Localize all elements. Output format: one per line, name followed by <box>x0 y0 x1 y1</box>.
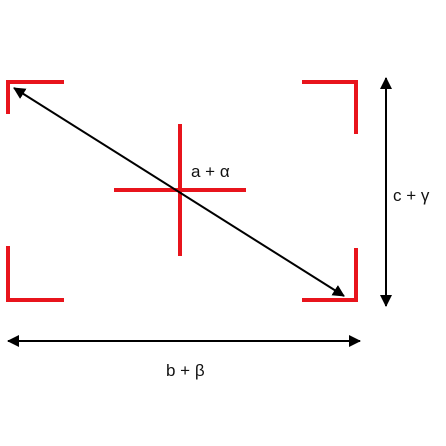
diagonal-arrow <box>13 87 345 297</box>
frame-corners <box>6 80 358 302</box>
vertical-label: c + γ <box>393 186 430 205</box>
corner-bottom-right <box>302 248 358 302</box>
diagonal-label: a + α <box>191 162 230 181</box>
horizontal-label: b + β <box>166 361 205 380</box>
center-crosshair <box>114 124 246 256</box>
corner-top-left <box>6 80 64 114</box>
corner-bottom-left <box>6 246 64 302</box>
corner-top-right <box>302 80 358 134</box>
